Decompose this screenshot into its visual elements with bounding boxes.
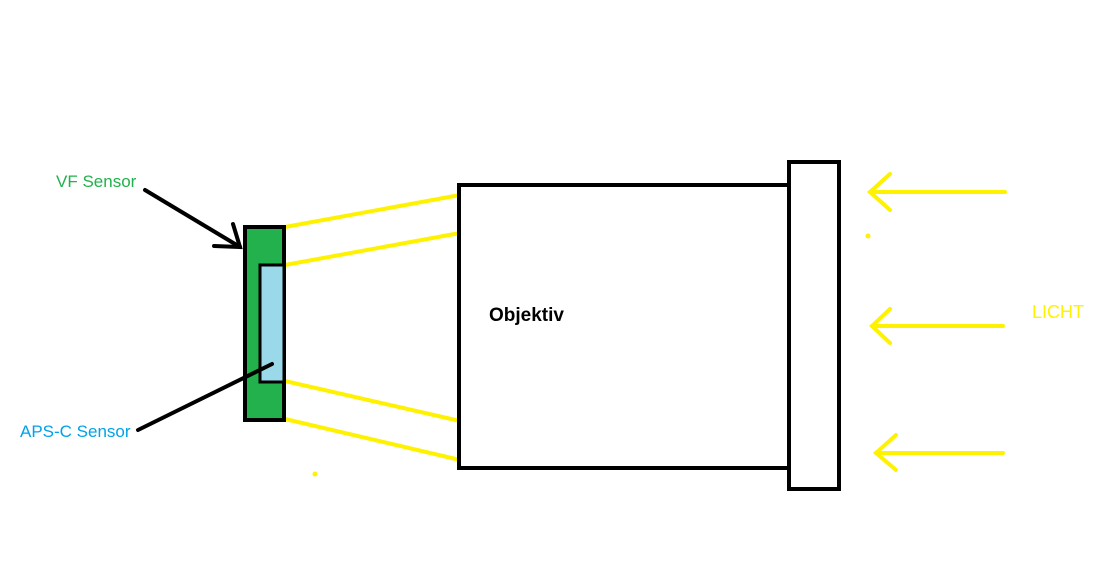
- light-rays-to-sensor: [283, 193, 462, 462]
- ray-apsc-top: [283, 231, 462, 267]
- arrow-left-icon: [867, 172, 1007, 212]
- lens-body: [457, 183, 792, 470]
- apsc-pointer-line: [136, 362, 274, 432]
- stray-dot-bottom: [312, 471, 318, 477]
- arrow-left-icon: [869, 307, 1005, 345]
- arrow-left-icon: [872, 433, 1005, 472]
- incoming-light-arrows: [867, 172, 1007, 472]
- lens-front-ring: [787, 160, 841, 491]
- ray-apsc-bottom: [283, 379, 462, 423]
- licht-label: LICHT: [1032, 302, 1085, 322]
- objektiv-label: Objektiv: [489, 305, 564, 326]
- apsc-sensor-label: APS-C Sensor: [20, 422, 131, 441]
- stray-dot-top: [865, 233, 871, 239]
- vf-sensor-label: VF Sensor: [56, 172, 137, 191]
- ray-vf-bottom: [283, 417, 462, 462]
- ray-vf-top: [283, 193, 462, 229]
- arrow-pointer-icon: [143, 188, 243, 250]
